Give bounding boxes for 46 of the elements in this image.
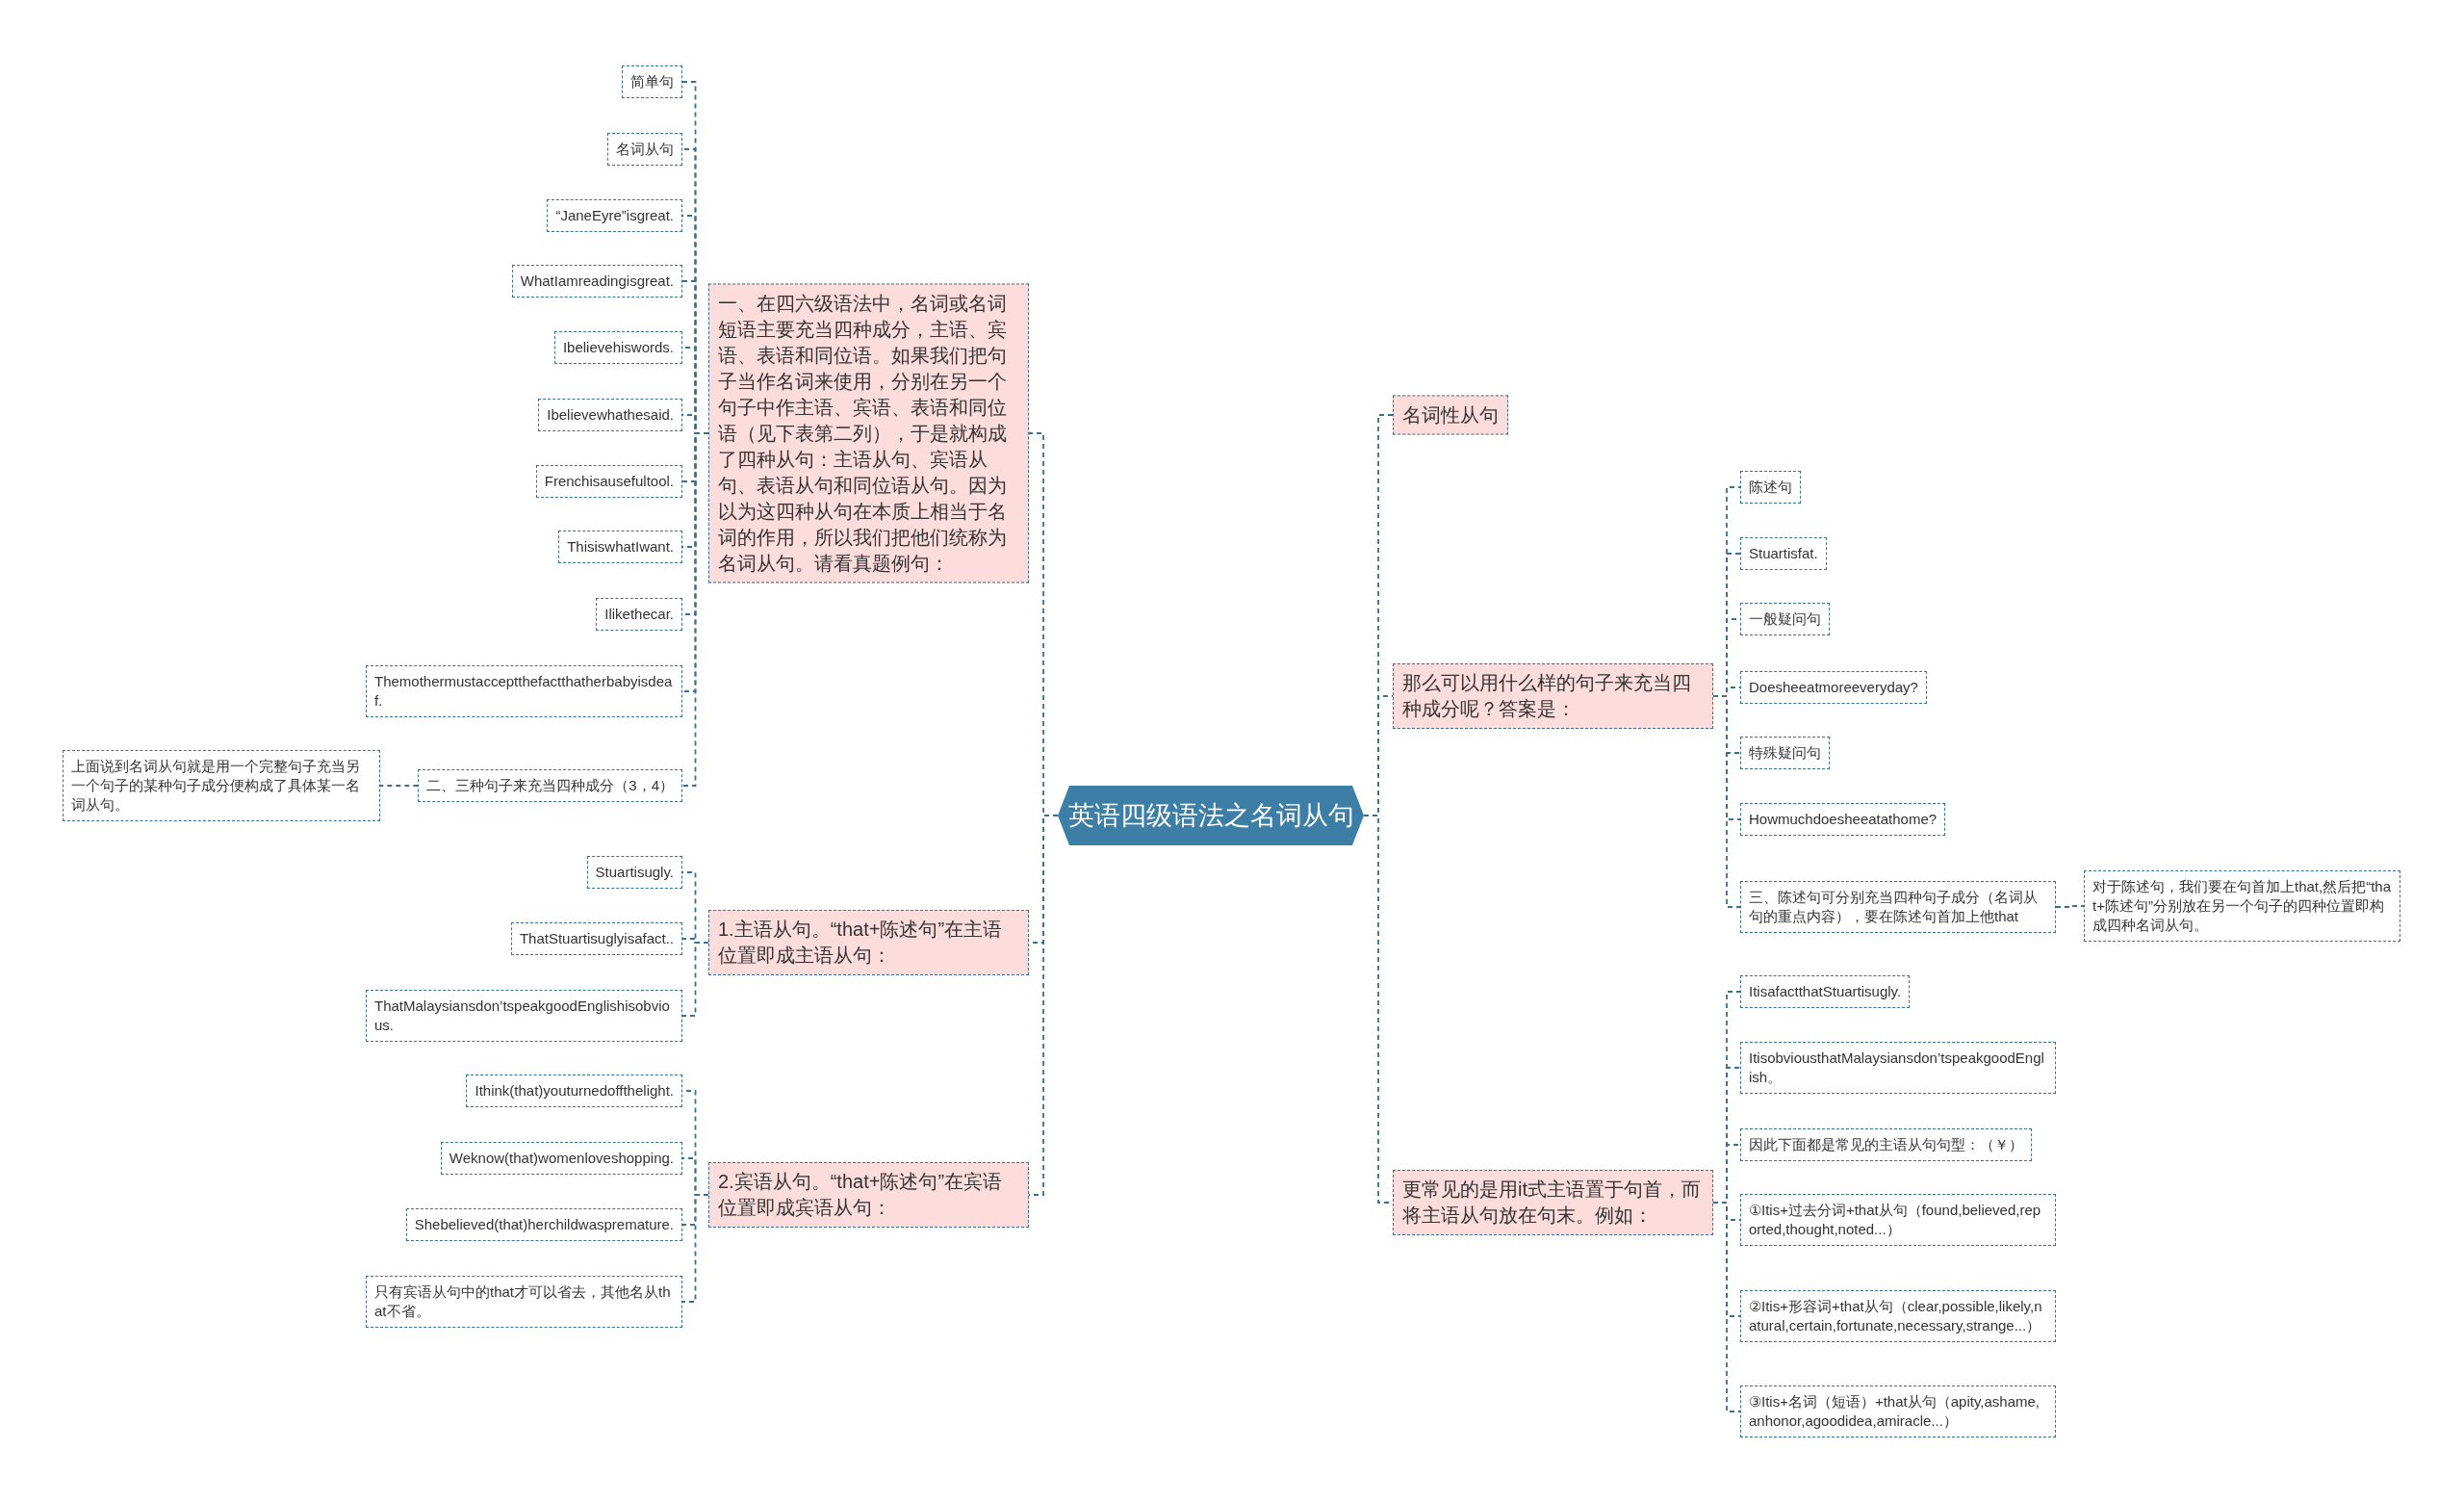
subtopic-box: WhatIamreadingisgreat. [511, 265, 682, 298]
subtopic-box: 特殊疑问句 [1740, 737, 1830, 769]
subtopic-box: Ithink(that)youturnedoffthelight. [466, 1075, 682, 1107]
central-topic: 英语四级语法之名词从句 [1058, 786, 1364, 845]
subtopic-box: ThisiswhatIwant. [558, 531, 682, 563]
subtopic-box: 名词从句 [607, 133, 682, 166]
topic-box: 2.宾语从句。“that+陈述句”在宾语位置即成宾语从句： [708, 1162, 1029, 1228]
subtopic-box: ThatStuartisuglyisafact.. [510, 922, 682, 955]
subtopic-box: 对于陈述句，我们要在句首加上that,然后把“that+陈述句”分别放在另一个句子的四种位置即构成四种名词从句。 [2084, 870, 2400, 942]
subtopic-box: ①Itis+过去分词+that从句（found,believed,reported,thought,noted...） [1740, 1194, 2056, 1246]
subtopic-box: Stuartisugly. [586, 856, 682, 889]
topic-box: 更常见的是用it式主语置于句首，而将主语从句放在句末。例如： [1393, 1170, 1713, 1235]
subtopic-box: Themothermustacceptthefactthatherbabyisdeaf. [366, 665, 682, 717]
subtopic-box: 三、陈述句可分别充当四种句子成分（名词从句的重点内容），要在陈述句首加上他that [1740, 881, 2056, 933]
connector-line [1712, 1202, 1741, 1412]
subtopic-box: ItisafactthatStuartisugly. [1740, 975, 1911, 1008]
subtopic-box: ThatMalaysiansdon’tspeakgoodEnglishisobvious. [366, 990, 682, 1042]
subtopic-box: ③Itis+名词（短语）+that从句（apity,ashame,anhonor,agoodidea,amiracle...） [1740, 1385, 2056, 1437]
subtopic-box: Howmuchdoesheeatathome? [1740, 803, 1946, 836]
connector-line [2055, 905, 2085, 908]
subtopic-box: Weknow(that)womenloveshopping. [440, 1142, 682, 1175]
connector-line [1712, 695, 1741, 908]
connector-line [379, 785, 420, 787]
topic-box: 1.主语从句。“that+陈述句”在主语位置即成主语从句： [708, 910, 1029, 975]
subtopic-box: Ibelievewhathesaid. [538, 399, 682, 431]
topic-box: 一、在四六级语法中，名词或名词短语主要充当四种成分，主语、宾语、表语和同位语。如果我们把句子当作名词来使用，分别在另一个句子中作主语、宾语、表语和同位语（见下表第二列），于是就构成了四种从句：主语从句、宾语从句、表语从句和同位语从句。因为以为这四种从句在本质上相当于名词的作用，所以我们把他们统称为名词从句。请看真题例句： [708, 283, 1029, 583]
subtopic-box: Ibelievehiswords. [553, 331, 682, 364]
subtopic-box: “JaneEyre”isgreat. [547, 199, 682, 232]
subtopic-box: ItisobviousthatMalaysiansdon’tspeakgoodEnglish。 [1740, 1042, 2056, 1094]
subtopic-box: Doesheeatmoreeveryday? [1740, 671, 1927, 704]
subtopic-box: Frenchisausefultool. [535, 465, 682, 498]
connector-line [681, 942, 709, 1017]
connector-line [681, 1194, 709, 1303]
subtopic-box: 因此下面都是常见的主语从句句型：（￥） [1740, 1128, 2032, 1161]
subtopic-box: 只有宾语从句中的that才可以省去，其他名从that不省。 [366, 1276, 682, 1328]
topic-box: 那么可以用什么样的句子来充当四种成分呢？答案是： [1393, 663, 1713, 729]
subtopic-box: 简单句 [622, 65, 682, 98]
subtopic-box: 一般疑问句 [1740, 603, 1830, 635]
subtopic-box: Shebelieved(that)herchildwaspremature. [405, 1208, 682, 1241]
subtopic-box: Stuartisfat. [1740, 537, 1827, 570]
subtopic-box: 陈述句 [1740, 471, 1801, 504]
subtopic-box: 二、三种句子来充当四种成分（3，4） [418, 769, 682, 802]
topic-box: 名词性从句 [1393, 395, 1508, 435]
subtopic-box: Ilikethecar. [596, 598, 682, 631]
subtopic-box: 上面说到名词从句就是用一个完整句子充当另一个句子的某种句子成分便构成了具体某一名词从句。 [63, 750, 380, 821]
subtopic-box: ②Itis+形容词+that从句（clear,possible,likely,natural,certain,fortunate,necessary,strange...） [1740, 1290, 2056, 1342]
